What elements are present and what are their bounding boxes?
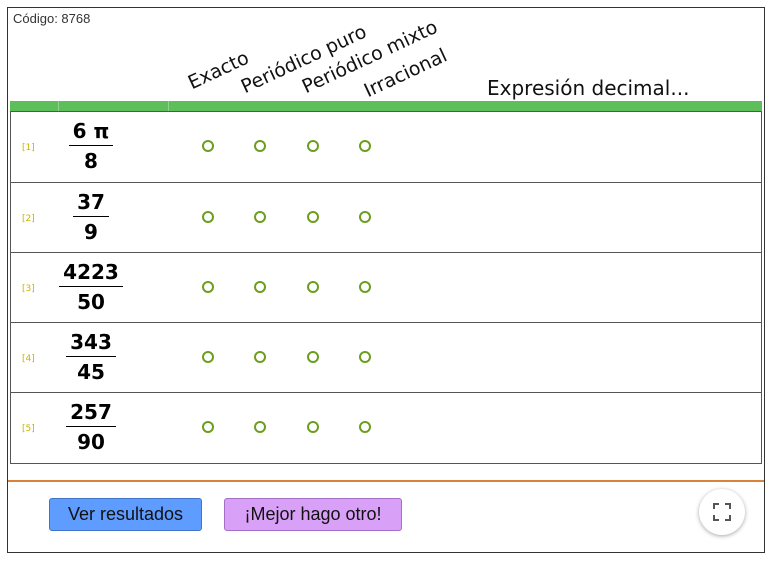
denominator: 90 (77, 430, 105, 454)
radio-irracional[interactable] (359, 281, 371, 293)
fraction: 37 9 (61, 190, 121, 244)
numerator: 343 (66, 330, 116, 357)
expression-header: Expresión decimal... (487, 76, 690, 100)
numerator: 6 π (68, 119, 114, 146)
ver-resultados-button[interactable]: Ver resultados (49, 498, 202, 531)
fraction: 6 π 8 (61, 119, 121, 173)
mejor-hago-otro-button[interactable]: ¡Mejor hago otro! (224, 498, 402, 531)
fraction: 4223 50 (59, 260, 123, 314)
fraction: 343 45 (61, 330, 121, 384)
radio-periodico-mixto[interactable] (307, 421, 319, 433)
radio-periodico-mixto[interactable] (307, 281, 319, 293)
fraction: 257 90 (61, 400, 121, 454)
radio-periodico-mixto[interactable] (307, 211, 319, 223)
denominator: 9 (84, 220, 98, 244)
radio-exacto[interactable] (202, 421, 214, 433)
radio-periodico-mixto[interactable] (307, 351, 319, 363)
radio-irracional[interactable] (359, 421, 371, 433)
radio-periodico-puro[interactable] (254, 140, 266, 152)
table-row: [2] 37 9 (11, 183, 761, 253)
row-index: [4] (22, 354, 35, 364)
fullscreen-button[interactable] (699, 489, 745, 535)
radio-periodico-puro[interactable] (254, 281, 266, 293)
denominator: 8 (84, 149, 98, 173)
radio-periodico-puro[interactable] (254, 351, 266, 363)
radio-exacto[interactable] (202, 281, 214, 293)
fullscreen-icon (713, 503, 731, 521)
denominator: 50 (77, 290, 105, 314)
row-index: [1] (22, 143, 35, 153)
app-frame: Código: 8768 Exacto Periódico puro Perió… (7, 7, 765, 553)
table-row: [1] 6 π 8 (11, 112, 761, 183)
radio-exacto[interactable] (202, 140, 214, 152)
header-bar (10, 101, 762, 111)
row-index: [5] (22, 424, 35, 434)
radio-periodico-puro[interactable] (254, 421, 266, 433)
radio-irracional[interactable] (359, 140, 371, 152)
denominator: 45 (77, 360, 105, 384)
fractions-table: [1] 6 π 8 [2] 37 9 [3] 4223 5 (10, 111, 762, 464)
radio-periodico-puro[interactable] (254, 211, 266, 223)
radio-irracional[interactable] (359, 211, 371, 223)
numerator: 257 (66, 400, 116, 427)
table-row: [5] 257 90 (11, 393, 761, 463)
row-index: [2] (22, 214, 35, 224)
row-index: [3] (22, 284, 35, 294)
radio-periodico-mixto[interactable] (307, 140, 319, 152)
radio-irracional[interactable] (359, 351, 371, 363)
table-row: [4] 343 45 (11, 323, 761, 393)
radio-exacto[interactable] (202, 211, 214, 223)
radio-exacto[interactable] (202, 351, 214, 363)
numerator: 37 (73, 190, 109, 217)
numerator: 4223 (59, 260, 123, 287)
code-label: Código: 8768 (13, 11, 91, 26)
divider (8, 480, 764, 482)
table-row: [3] 4223 50 (11, 253, 761, 323)
